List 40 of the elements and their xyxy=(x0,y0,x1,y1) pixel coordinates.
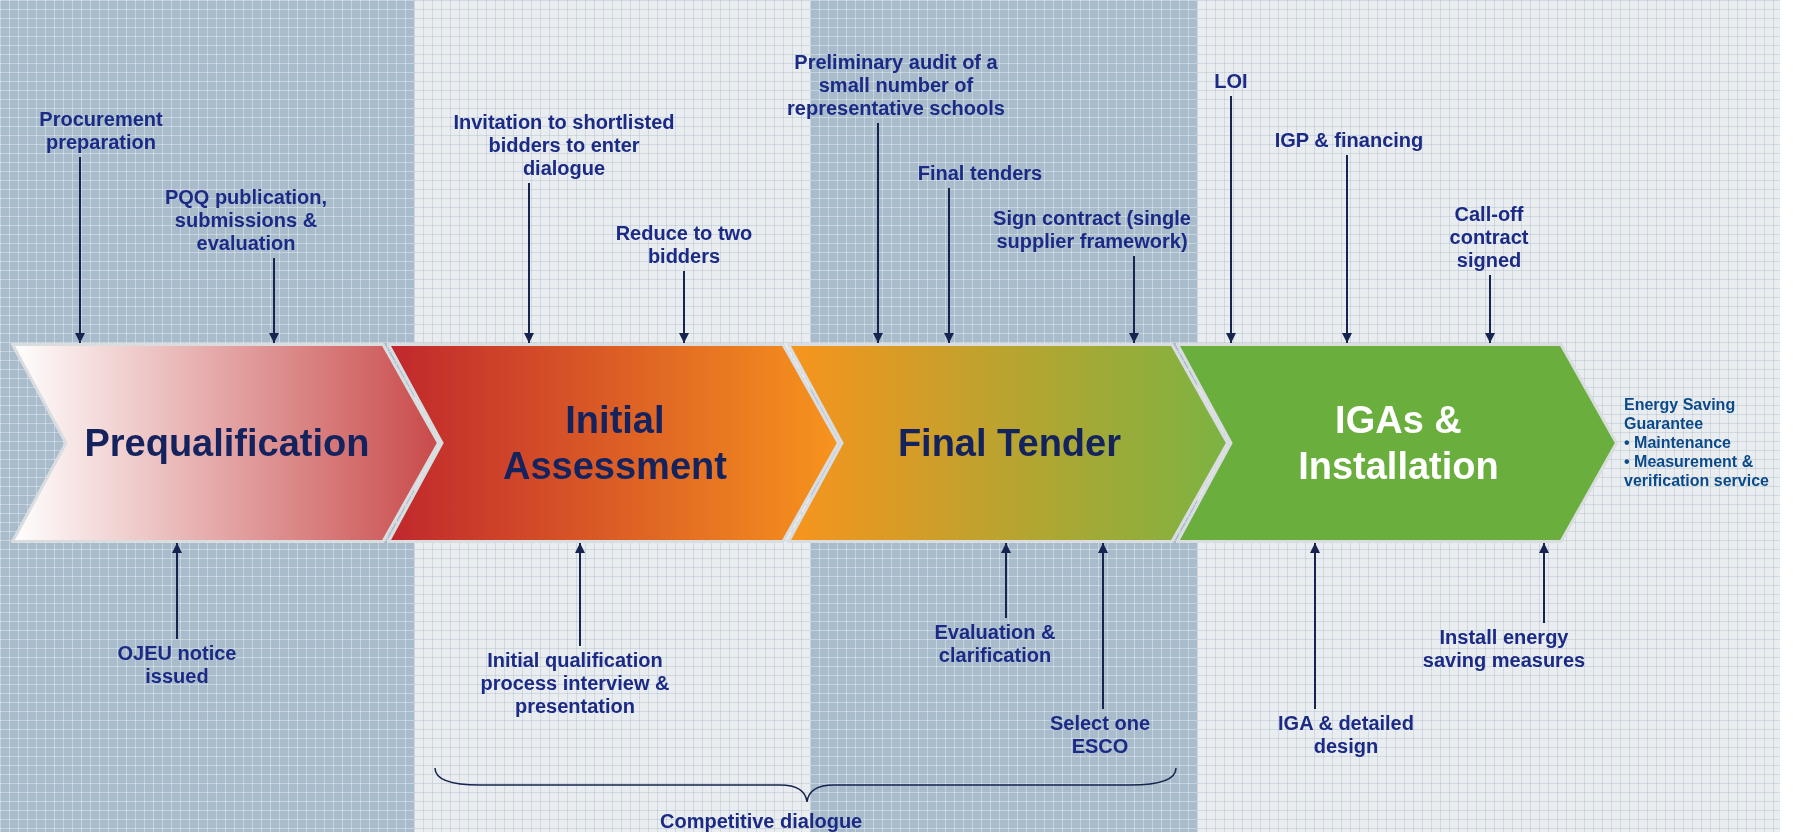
arrow xyxy=(75,156,85,344)
arrow xyxy=(679,270,689,344)
arrow xyxy=(1310,542,1320,710)
arrow xyxy=(524,182,534,344)
annotation-text: Invitation to shortlisted bidders to enter dialogue xyxy=(449,111,679,180)
annotation-text: Select one ESCO xyxy=(1025,712,1175,758)
note-text: Energy Saving Guarantee xyxy=(1624,395,1737,433)
annotation-text: Preliminary audit of a small number of representative schools xyxy=(776,51,1016,120)
note-text: Competitive dialogue xyxy=(660,810,863,833)
annotation-text: Install energy saving measures xyxy=(1419,626,1589,672)
stage-title: Prequalification xyxy=(84,421,370,466)
arrow xyxy=(1226,95,1236,344)
annotation-text: Reduce to two bidders xyxy=(604,222,764,268)
annotation-text: IGA & detailed design xyxy=(1266,712,1426,758)
arrow xyxy=(1539,542,1549,624)
annotation-text: Procurement preparation xyxy=(16,108,186,154)
stage-title: Initial Assessment xyxy=(502,398,728,489)
stage-title: IGAs & Installation xyxy=(1297,398,1500,489)
annotation-text: OJEU notice issued xyxy=(102,642,252,688)
note-text: • Measurement & verification service xyxy=(1624,452,1770,490)
arrow xyxy=(172,542,182,640)
stage-title: Final Tender xyxy=(897,421,1121,466)
arrow xyxy=(1098,542,1108,710)
annotation-text: Initial qualification process interview & presentation xyxy=(455,649,695,718)
arrow xyxy=(1342,154,1352,344)
annotation-text: PQQ publication, submissions & evaluation xyxy=(146,186,346,255)
annotation-text: Final tenders xyxy=(917,162,1043,185)
arrow xyxy=(575,542,585,647)
arrow xyxy=(944,187,954,344)
arrow xyxy=(269,257,279,344)
arrow xyxy=(1129,255,1139,344)
annotation-text: IGP & financing xyxy=(1274,129,1424,152)
annotation-text: Evaluation & clarification xyxy=(905,621,1085,667)
note-text: • Maintenance xyxy=(1624,433,1732,452)
annotation-text: Sign contract (single supplier framework) xyxy=(987,207,1197,253)
annotation-text: LOI xyxy=(1214,70,1248,93)
arrow xyxy=(873,122,883,344)
arrow xyxy=(1001,542,1011,619)
arrow xyxy=(1485,274,1495,344)
annotation-text: Call-off contract signed xyxy=(1419,203,1559,272)
